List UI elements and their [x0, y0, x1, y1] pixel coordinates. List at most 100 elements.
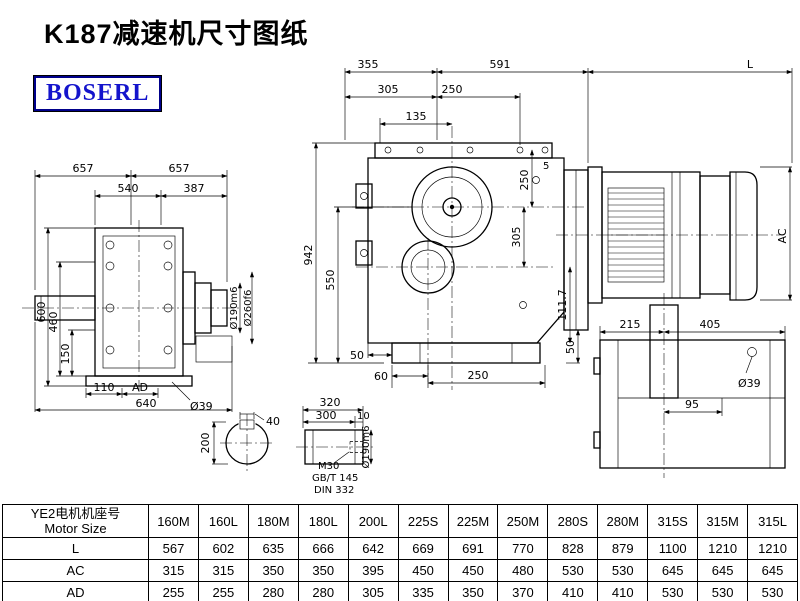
motor-size-table: YE2电机机座号 Motor Size 160M 160L 180M 180L … [2, 504, 798, 601]
dim-label: Ø39 [190, 400, 213, 413]
note-label: DIN 332 [314, 485, 354, 496]
dim-label: 250 [468, 369, 489, 382]
dim-label: 640 [136, 397, 157, 410]
dim-label: 320 [320, 396, 341, 409]
table-cell: 530 [547, 559, 599, 582]
dim-label: 600 [35, 302, 48, 323]
dim-label: 305 [378, 83, 399, 96]
row-label: L [2, 537, 149, 560]
table-cell: 410 [547, 581, 599, 601]
table-cell: 255 [148, 581, 199, 601]
dim-label: 10 [357, 411, 370, 422]
dim-label: 550 [324, 270, 337, 291]
table-header-cell: 280M [597, 504, 649, 538]
view-side-left: 657 657 540 387 600 460 150 110 AD 640 Ø… [22, 162, 255, 413]
table-cell: 315 [197, 559, 249, 582]
table-row: AC 315 315 350 350 395 450 450 480 530 5… [2, 559, 798, 582]
note-label: M30 [318, 461, 339, 472]
table-cell: 828 [547, 537, 599, 560]
page-title: K187减速机尺寸图纸 [44, 19, 309, 49]
table-cell: 450 [447, 559, 499, 582]
dim-label: 50 [564, 340, 577, 354]
dim-label: 60 [374, 370, 388, 383]
dim-label: Ø190m6 [228, 286, 240, 329]
table-cell: 691 [447, 537, 499, 560]
table-header-motor-size: YE2电机机座号 Motor Size [2, 504, 149, 538]
dim-label: 300 [316, 409, 337, 422]
table-cell: 635 [247, 537, 299, 560]
table-cell: 480 [497, 559, 549, 582]
table-cell: 669 [397, 537, 449, 560]
table-cell: 280 [247, 581, 299, 601]
dim-label: AD [132, 381, 148, 394]
dim-label: 305 [510, 227, 523, 248]
dim-label: 250 [518, 170, 531, 191]
table-cell: 645 [747, 559, 798, 582]
dim-label: Ø190m6 [360, 425, 372, 468]
table-header-cell: 225S [397, 504, 449, 538]
table-header-cell: 315S [647, 504, 699, 538]
dim-label: 657 [73, 162, 94, 175]
table-cell: 410 [597, 581, 649, 601]
view-shaft-section: 40 200 [199, 412, 280, 471]
dim-label: 40 [266, 415, 280, 428]
table-row: AD 255 255 280 280 305 335 350 370 410 4… [2, 581, 798, 601]
dim-label: 5 [543, 161, 549, 172]
table-header-cell: 250M [497, 504, 549, 538]
table-cell: 530 [647, 581, 699, 601]
table-header-cell: 180L [297, 504, 349, 538]
boserl-logo: BOSERL [32, 75, 163, 112]
table-header-cell: 160M [148, 504, 199, 538]
table-cell: 255 [197, 581, 249, 601]
table-header-cell: 160L [197, 504, 249, 538]
technical-drawing: 657 657 540 387 600 460 150 110 AD 640 Ø… [22, 58, 793, 496]
table-cell: 315 [148, 559, 199, 582]
table-header-cell: 200L [347, 504, 399, 538]
dim-label: 250 [442, 83, 463, 96]
table-cell: 530 [747, 581, 798, 601]
dim-label: 591 [490, 58, 511, 71]
table-cell: 666 [297, 537, 349, 560]
dim-label: 50 [350, 349, 364, 362]
table-cell: 567 [148, 537, 199, 560]
table-cell: 645 [647, 559, 699, 582]
dim-label: 150 [59, 344, 72, 365]
table-cell: 1210 [747, 537, 798, 560]
view-output-side: L AC 215 405 95 Ø39 [593, 58, 793, 478]
table-header-cell: 180M [247, 504, 299, 538]
view-front: 355 591 305 250 135 250 5 305 550 942 11… [302, 58, 793, 390]
dim-label: Ø260f6 [242, 290, 254, 327]
table-cell: 280 [297, 581, 349, 601]
dim-label: 111.7 [556, 289, 569, 321]
table-cell: 879 [597, 537, 649, 560]
dim-label: 200 [199, 433, 212, 454]
table-header-en: Motor Size [44, 521, 107, 536]
dim-label: 355 [358, 58, 379, 71]
table-cell: 1210 [697, 537, 749, 560]
table-header-cell: 225M [447, 504, 499, 538]
dim-label: 215 [620, 318, 641, 331]
dim-label: 942 [302, 245, 315, 266]
table-cell: 1100 [647, 537, 699, 560]
table-cell: 305 [347, 581, 399, 601]
table-cell: 770 [497, 537, 549, 560]
dim-label: 657 [169, 162, 190, 175]
table-cell: 395 [347, 559, 399, 582]
dim-label: 95 [685, 398, 699, 411]
table-cell: 642 [347, 537, 399, 560]
dim-label: Ø39 [738, 377, 761, 390]
view-shaft-end: 320 300 10 Ø190m6 M30 GB/T 145 DIN 332 [296, 396, 376, 496]
dim-label: 460 [47, 312, 60, 333]
dim-label: 540 [118, 182, 139, 195]
table-cell: 350 [447, 581, 499, 601]
dim-label: 405 [700, 318, 721, 331]
dim-label: L [747, 58, 754, 71]
table-cell: 602 [197, 537, 249, 560]
dim-label: AC [776, 228, 789, 243]
table-cell: 350 [247, 559, 299, 582]
table-cell: 530 [597, 559, 649, 582]
table-cell: 350 [297, 559, 349, 582]
dim-label: 387 [184, 182, 205, 195]
table-header-cell: 315L [747, 504, 798, 538]
